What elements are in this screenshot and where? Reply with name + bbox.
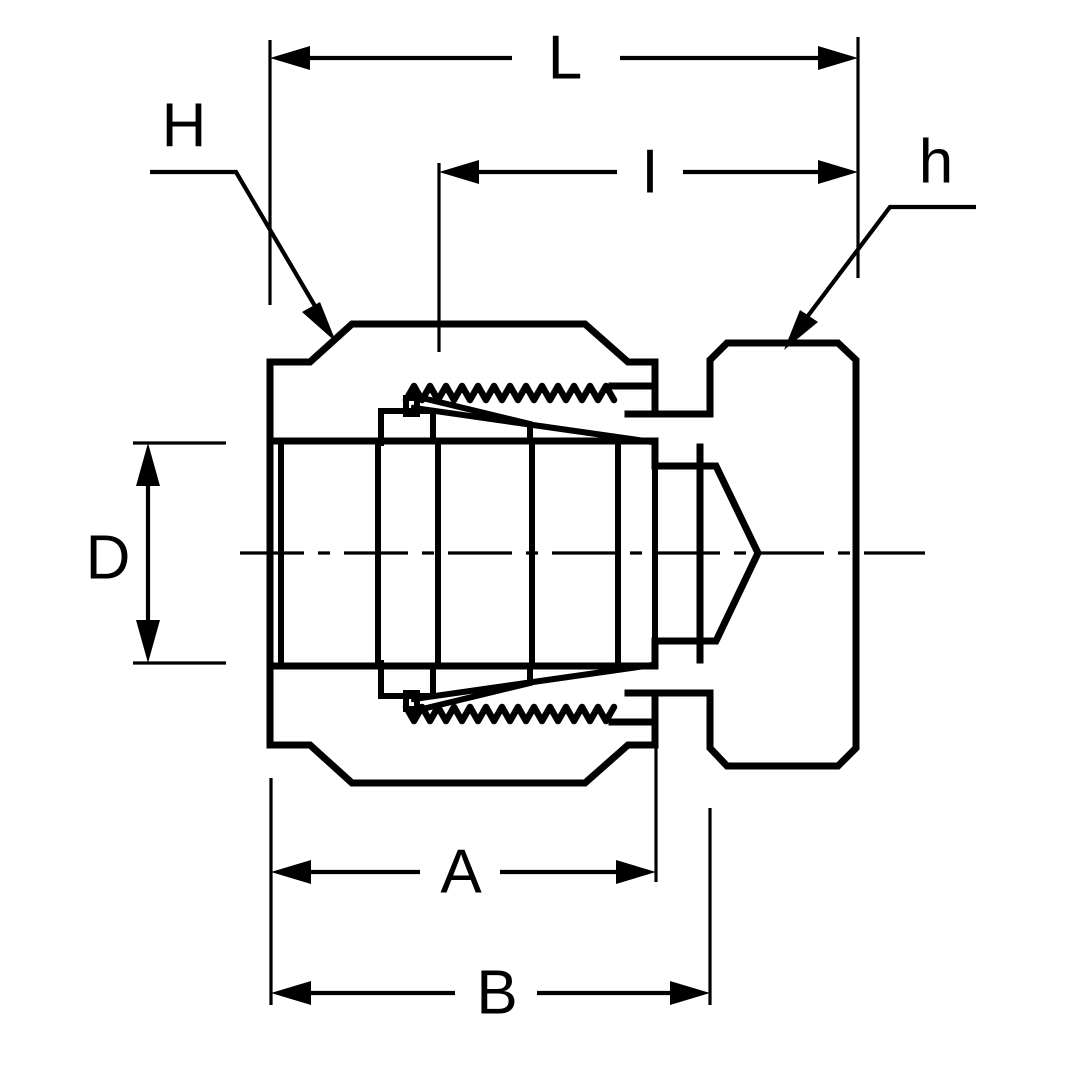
leader-h-line	[796, 204, 976, 331]
dim-D-arrow-top	[136, 443, 160, 486]
dim-label-L: L	[548, 24, 582, 93]
body-spigot-top	[608, 382, 659, 418]
leader-h: h	[784, 128, 976, 350]
dim-label-I: I	[641, 138, 658, 207]
body-spigot-bottom	[608, 689, 659, 726]
leader-h-arrow	[784, 310, 818, 350]
thread-profile-top	[402, 382, 618, 404]
dim-label-D: D	[86, 524, 131, 593]
dim-D-arrow-bottom	[136, 620, 160, 663]
dimension-I: I	[437, 138, 858, 352]
dim-label-A: A	[440, 838, 482, 907]
dim-I-arrow-right	[818, 160, 858, 184]
ferrule-bottom-taper	[410, 661, 656, 715]
dim-label-h: h	[919, 128, 953, 197]
thread-profile-bottom	[402, 703, 618, 725]
ferrule-bottom	[378, 660, 436, 712]
dim-label-B: B	[476, 959, 517, 1028]
dim-I-arrow-left	[439, 160, 479, 184]
dimension-B: B	[271, 808, 712, 1028]
dimension-A: A	[269, 718, 658, 1005]
dim-B-arrow-right	[670, 981, 710, 1005]
leader-H-arrow	[302, 302, 336, 342]
dim-A-arrow-right	[616, 860, 656, 884]
dim-B-arrow-left	[271, 981, 311, 1005]
ferrule-top-taper	[410, 392, 656, 446]
leader-H: H	[150, 92, 336, 342]
dimension-D: D	[86, 441, 226, 665]
ferrule-top	[378, 395, 436, 446]
dimension-L: L	[268, 24, 860, 305]
leader-H-line	[150, 169, 324, 320]
dim-L-arrow-left	[270, 46, 310, 70]
dim-L-arrow-right	[818, 46, 858, 70]
dim-A-arrow-left	[271, 860, 311, 884]
dim-label-H: H	[162, 92, 207, 161]
